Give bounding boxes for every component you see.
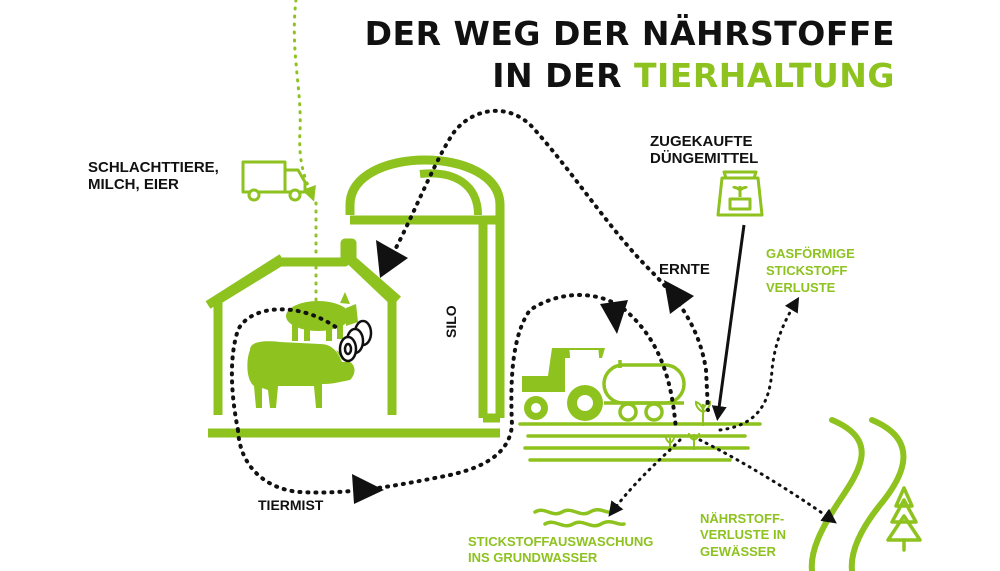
water-label-line-3: GEWÄSSER: [700, 543, 776, 559]
leaching-label-line-1: STICKSTOFFAUSWASCHUNG: [468, 534, 654, 549]
fertilizer-bag-icon: [716, 170, 764, 217]
silo-label: SILO: [443, 305, 459, 338]
river-icon: [808, 417, 907, 571]
tree-icon: [886, 486, 922, 552]
hay-bale-icon: [338, 319, 373, 363]
gas-loss-label: GASFÖRMIGE STICKSTOFF VERLUSTE: [766, 246, 855, 297]
gas-label-line-2: STICKSTOFF: [766, 262, 848, 278]
title-line-2-highlight: TIERHALTUNG: [634, 56, 895, 95]
pig-icon: [286, 292, 358, 341]
arrowhead-field: [600, 300, 628, 334]
fertilizer-input-arrow: [711, 224, 746, 421]
title-line-2: IN DER TIERHALTUNG: [492, 56, 895, 95]
flow-arrowheads: [352, 240, 694, 504]
water-label-line-2: VERLUSTE IN: [700, 527, 786, 543]
purchased-fertilizer-label: ZUGEKAUFTE DÜNGEMITTEL: [650, 133, 759, 168]
manure-dotted-path: [229, 293, 678, 495]
arrowhead-manure: [352, 474, 384, 504]
silo-icon: [345, 155, 505, 423]
slaughter-label-line-2: MILCH, EIER: [88, 175, 179, 193]
leaching-label: STICKSTOFFAUSWASCHUNG INS GRUNDWASSER: [468, 534, 653, 567]
manure-label: TIERMIST: [258, 497, 324, 513]
water-wave-icon: [533, 508, 626, 528]
harvest-label: ERNTE: [659, 261, 710, 278]
title-line-1: DER WEG DER NÄHRSTOFFE: [364, 14, 895, 53]
slaughter-label: SCHLACHTTIERE, MILCH, EIER: [88, 159, 219, 194]
arrowhead-harvest: [664, 280, 694, 314]
gas-label-line-3: VERLUSTE: [766, 279, 836, 295]
manure-tank-icon: [602, 360, 686, 422]
leaching-dotted-arrow: [608, 438, 682, 517]
slaughter-label-line-1: SCHLACHTTIERE,: [88, 159, 219, 176]
arrowhead-silo-top: [376, 240, 408, 278]
product-export-dotted-path: [292, 0, 316, 202]
gas-label-line-1: GASFÖRMIGE: [766, 246, 855, 261]
field-lines: [518, 422, 762, 462]
fertilizer-label-line-2: DÜNGEMITTEL: [650, 149, 759, 167]
title-line-2-prefix: IN DER: [492, 56, 623, 95]
tractor-icon: [522, 348, 605, 421]
leaching-label-line-2: INS GRUNDWASSER: [468, 550, 598, 566]
fertilizer-label-line-1: ZUGEKAUFTE: [650, 133, 753, 150]
gas-loss-dotted-arrow: [718, 296, 800, 432]
water-label-line-1: NÄHRSTOFF-: [700, 511, 785, 526]
truck-icon: [241, 160, 307, 202]
water-loss-label: NÄHRSTOFF- VERLUSTE IN GEWÄSSER: [700, 511, 786, 560]
cow-icon: [247, 341, 355, 408]
barn-icon: [205, 238, 500, 438]
water-loss-dotted-arrow: [698, 438, 837, 524]
